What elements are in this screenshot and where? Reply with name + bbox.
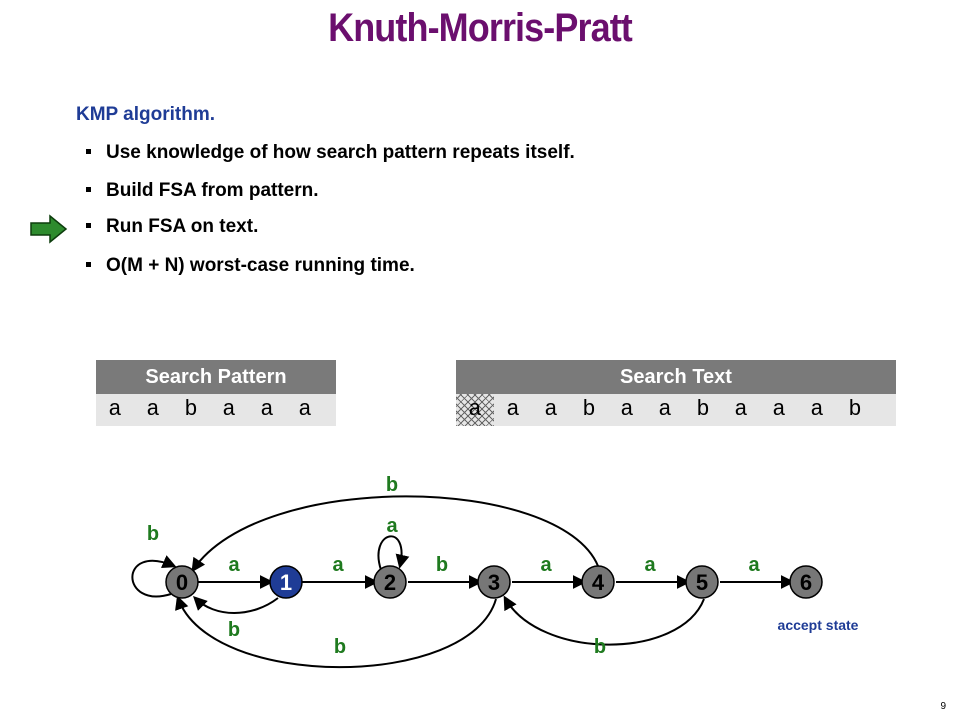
state-node-5 [685, 565, 719, 599]
fsa-diagram: 0 1 2 3 4 5 6 a a b a a a b a b b b b accept s… [131, 474, 859, 669]
label-4-0: b [386, 474, 398, 496]
state-node-4 [581, 565, 615, 599]
state-label-5: 5 [696, 570, 708, 595]
text-char: a [734, 397, 748, 422]
search-text-header: Search Text [456, 360, 896, 394]
text-char: a [456, 394, 494, 426]
pattern-char: a [108, 397, 122, 422]
bullet-1: Use knowledge of how search pattern repe… [86, 142, 575, 164]
bullet-2: Build FSA from pattern. [86, 180, 319, 202]
current-step-arrow-icon [30, 214, 68, 244]
accept-state-label: accept state [778, 617, 859, 633]
edge-self-0 [131, 555, 177, 598]
bullet-icon [86, 223, 91, 228]
text-char: a [544, 397, 558, 422]
state-node-6 [789, 565, 823, 599]
text-char: a [658, 397, 672, 422]
text-char: a [506, 397, 520, 422]
pattern-char: a [146, 397, 160, 422]
label-3-4: a [540, 554, 552, 576]
text-char: a [810, 397, 824, 422]
pattern-char: a [260, 397, 274, 422]
state-label-1: 1 [280, 570, 292, 595]
label-5-6: a [748, 554, 760, 576]
label-3-0: b [334, 636, 346, 658]
edge-1-0 [193, 596, 279, 614]
pattern-char: a [222, 397, 236, 422]
search-pattern-header: Search Pattern [96, 360, 336, 394]
text-char: b [848, 397, 862, 422]
label-1-2: a [332, 554, 344, 576]
label-self-2: a [386, 515, 398, 537]
edge-4-0 [191, 495, 599, 573]
text-char: a [772, 397, 786, 422]
state-label-6: 6 [800, 570, 812, 595]
bullet-3: Run FSA on text. [86, 216, 258, 238]
label-0-1: a [228, 554, 240, 576]
bullet-icon [86, 187, 91, 192]
state-label-0: 0 [176, 570, 188, 595]
bullet-icon [86, 149, 91, 154]
state-node-2 [373, 565, 407, 599]
state-label-3: 3 [488, 570, 500, 595]
bullet-icon [86, 262, 91, 267]
state-node-1 [269, 565, 303, 599]
label-1-0: b [228, 619, 240, 641]
text-char: a [620, 397, 634, 422]
label-4-5: a [644, 554, 656, 576]
bullet-4: O(M + N) worst-case running time. [86, 255, 415, 277]
subtitle: KMP algorithm. [76, 104, 215, 125]
state-label-2: 2 [384, 570, 396, 595]
slide-title: Knuth-Morris-Pratt [328, 6, 633, 50]
pattern-char: b [184, 397, 198, 422]
state-label-4: 4 [592, 570, 605, 595]
state-node-0 [165, 565, 199, 599]
edge-5-3 [503, 595, 705, 646]
text-char: b [582, 397, 596, 422]
label-self-0: b [147, 523, 159, 545]
edge-3-0 [175, 595, 497, 669]
edge-self-2 [377, 535, 410, 571]
text-char: b [696, 397, 710, 422]
state-node-3 [477, 565, 511, 599]
pattern-char: a [298, 397, 312, 422]
page-number: 9 [940, 701, 946, 712]
label-5-3: b [594, 636, 606, 658]
label-2-3: b [436, 554, 448, 576]
